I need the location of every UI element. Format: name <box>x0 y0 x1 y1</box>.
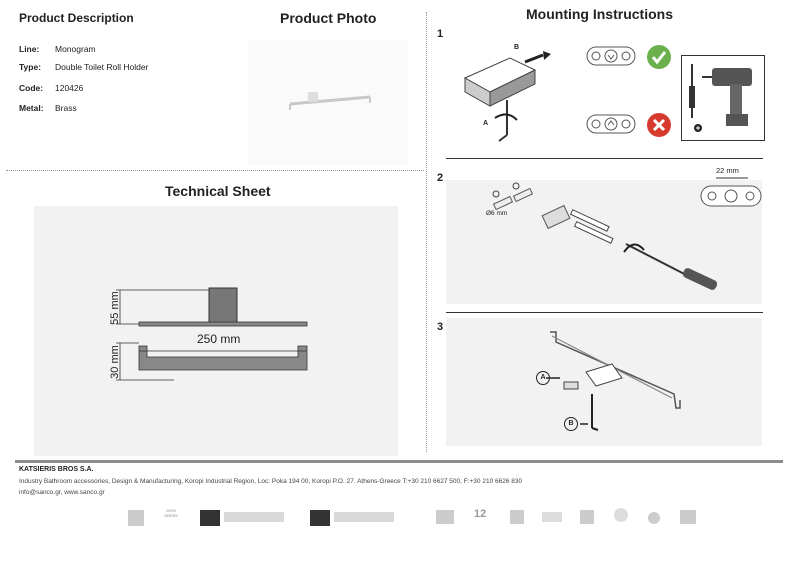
iso-9001-icon <box>224 512 284 522</box>
check-icon <box>646 44 672 70</box>
eu-flag-icon <box>200 510 220 526</box>
step-number: 1 <box>437 28 444 40</box>
label-a: A <box>536 371 550 385</box>
technical-drawing <box>116 287 308 381</box>
product-description-title: Product Description <box>19 11 134 25</box>
company-contact: info@sanco.gr, www.sanco.gr <box>19 489 105 496</box>
company-address: Industry Bathroom accessories, Design & … <box>19 478 523 485</box>
technical-drawing-panel: 55 mm 250 mm 30 mm <box>34 206 398 456</box>
step1-bracket-illustration: B A <box>455 40 565 150</box>
property-code: Code: 120426 <box>19 83 83 93</box>
mount-plate-correct <box>586 46 636 66</box>
dimension-width: 250 mm <box>197 332 241 346</box>
property-key: Line: <box>19 44 40 54</box>
label-b: B <box>514 44 520 51</box>
product-photo-image <box>289 92 371 110</box>
step3-mounting-illustration <box>546 331 681 431</box>
property-metal: Metal: Brass <box>19 103 77 113</box>
eu-flag-icon <box>310 510 330 526</box>
dimension-label: 30 mm <box>108 345 121 379</box>
screw-size-label: Ø6 mm <box>486 210 508 217</box>
property-key: Type: <box>19 62 42 72</box>
property-key: Code: <box>19 83 44 93</box>
section-divider <box>6 170 424 171</box>
property-type: Type: Double Toilet Roll Holder <box>19 62 148 72</box>
company-name: KATSIERIS BROS S.A. <box>19 466 94 473</box>
label-a: A <box>483 120 489 127</box>
property-value: Double Toilet Roll Holder <box>55 62 149 72</box>
iso-14001-icon <box>334 512 394 522</box>
property-value: Monogram <box>55 44 96 54</box>
property-line: Line: Monogram <box>19 44 96 54</box>
product-photo-title: Product Photo <box>280 10 377 26</box>
step-divider <box>446 158 763 159</box>
recycle-icon <box>580 510 594 524</box>
step-number: 3 <box>437 321 444 333</box>
property-value: Brass <box>55 103 77 113</box>
greek-badge: 100% GREEK <box>163 508 178 518</box>
drill-icon <box>712 68 752 86</box>
cross-icon <box>646 112 672 138</box>
eco-icon <box>648 512 660 524</box>
property-key: Metal: <box>19 103 44 113</box>
property-value: 120426 <box>55 83 84 93</box>
step-divider <box>446 312 763 313</box>
dimension-label: 55 mm <box>108 291 121 325</box>
sun-icon <box>614 508 628 522</box>
footer-bar <box>15 460 783 463</box>
column-divider <box>426 12 427 452</box>
spacing-label: 22 mm <box>716 166 739 175</box>
mount-plate-wrong <box>586 114 636 134</box>
dimension-height-top: 55 mm <box>102 290 136 325</box>
certification-logos: 100% GREEK 12 <box>118 506 708 534</box>
warranty-badge: 12 <box>474 508 487 520</box>
dimension-height-bottom: 30 mm <box>102 344 136 380</box>
label-b: B <box>564 417 578 431</box>
step3-panel: A B <box>446 318 762 446</box>
step-number: 2 <box>437 172 444 184</box>
stripes-icon <box>510 510 524 524</box>
design-icon <box>680 510 696 524</box>
mountain-icon <box>436 510 454 524</box>
mounting-instructions-title: Mounting Instructions <box>526 6 673 22</box>
product-photo <box>248 40 408 165</box>
waves-icon <box>542 512 562 522</box>
technical-sheet-title: Technical Sheet <box>165 183 271 199</box>
spacing-diagram: 22 mm <box>700 166 764 208</box>
tools-box <box>681 55 765 141</box>
hotels-icon <box>128 510 144 526</box>
step2-screws-illustration <box>492 182 718 290</box>
